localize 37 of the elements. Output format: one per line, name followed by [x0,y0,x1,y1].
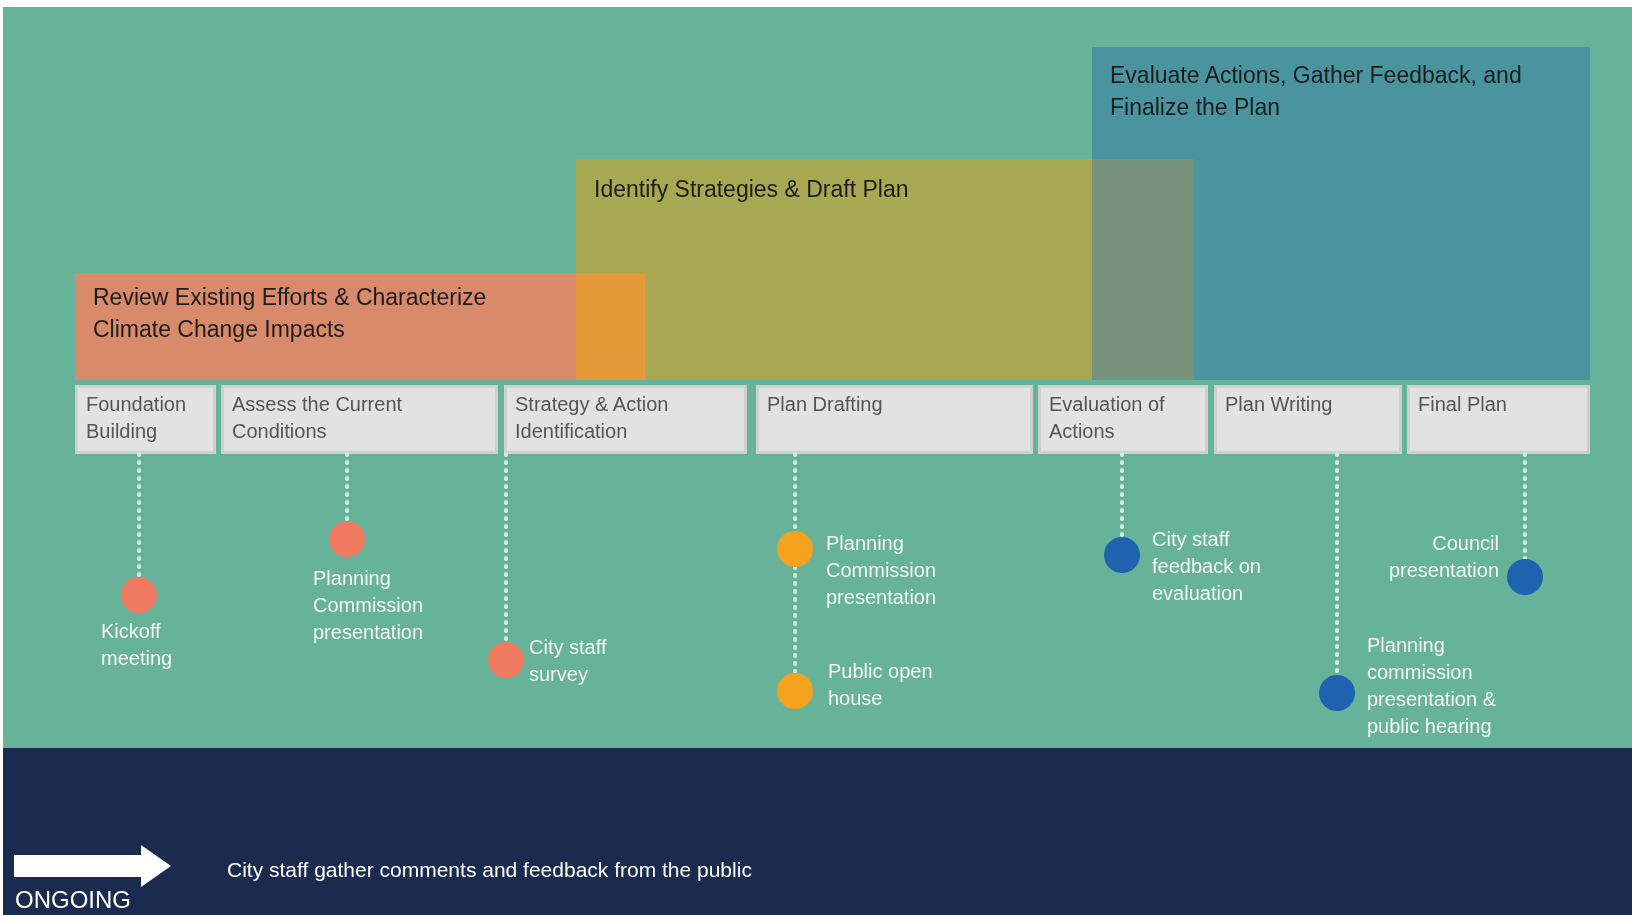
phase-title: Evaluate Actions, Gather Feedback, and Finalize the Plan [1110,61,1523,122]
step-box [1407,385,1590,454]
step-label: Strategy & Action Identification [515,392,670,444]
milestone-label: City staff survey [529,635,608,687]
step-box [756,385,1033,454]
dotted-connector [1120,452,1124,539]
step-label: Evaluation of Actions [1049,392,1166,444]
ongoing-band [3,748,1632,915]
phase-band [576,159,1092,380]
step-box [1038,385,1208,454]
step-label: Plan Writing [1225,392,1334,417]
dotted-connector [504,452,508,644]
phase-title: Review Existing Efforts & Characterize Climate Change Impacts [93,283,488,344]
dotted-connector [793,565,797,675]
milestone-label: Kickoff meeting [101,619,174,671]
step-box [221,385,498,454]
milestone-label: City staff feedback on evaluation [1152,527,1262,606]
phase-title: Identify Strategies & Draft Plan [594,175,910,204]
step-box [504,385,747,454]
milestone-label: Planning Commission presentation [313,566,425,645]
step-box [75,385,216,454]
step-label: Foundation Building [86,392,188,444]
ongoing-label: ONGOING [15,887,131,913]
phase-band [1092,47,1590,380]
step-label: Final Plan [1418,392,1508,417]
milestone-label: Planning Commission presentation [826,531,938,610]
milestone-label: Council presentation [1387,531,1499,583]
dotted-connector [345,452,349,523]
step-label: Assess the Current Conditions [232,392,404,444]
milestone-label: Planning commission presentation & public hearing [1367,633,1497,739]
phase-band [75,273,576,380]
band-text: City staff gather comments and feedback from the public [227,857,752,883]
milestone-label: Public open house [828,659,934,711]
step-box [1214,385,1402,454]
dotted-connector [1523,452,1527,561]
dotted-connector [137,452,141,579]
step-label: Plan Drafting [767,392,884,417]
